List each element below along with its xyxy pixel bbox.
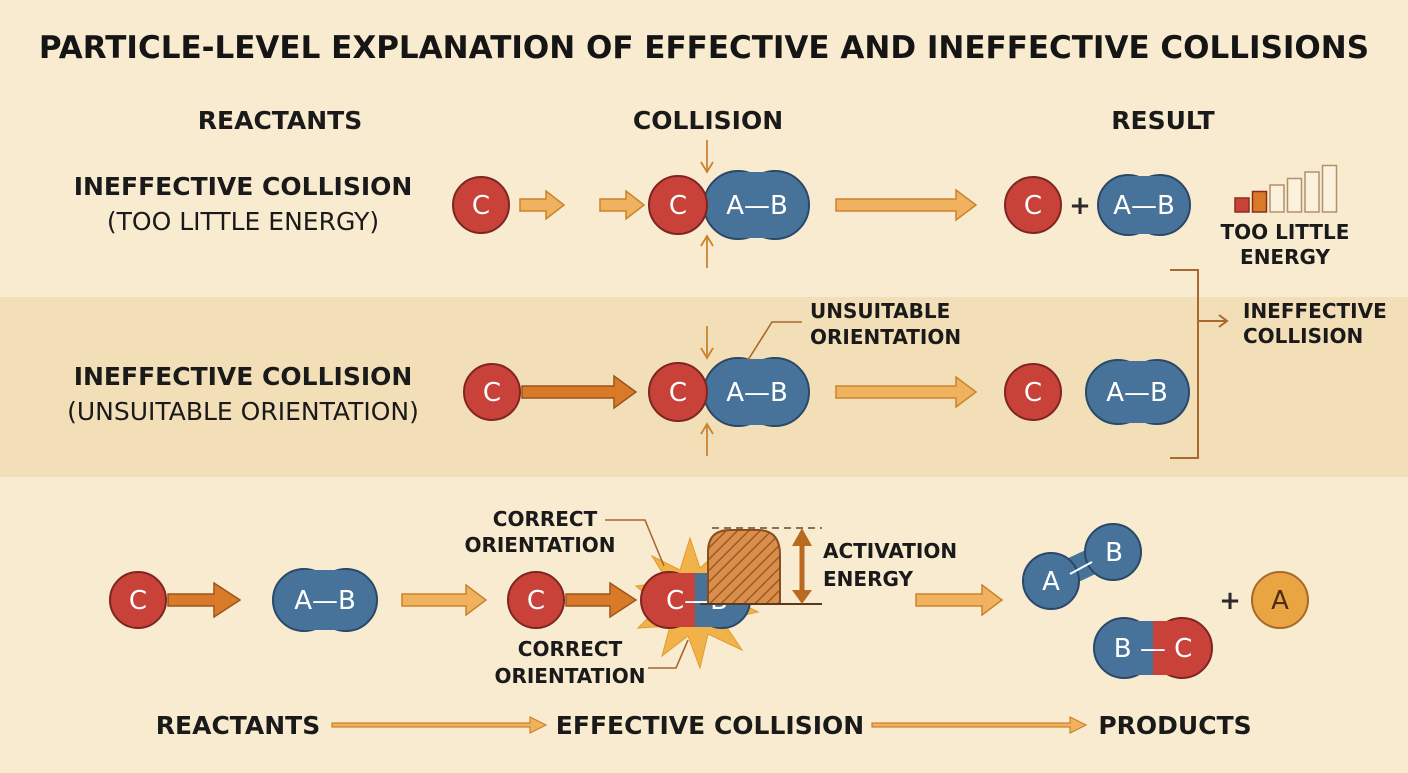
plus-sign: + — [1069, 191, 1091, 221]
row2-arrow-in — [521, 374, 638, 410]
row2-result-ab: A—B — [1085, 359, 1190, 425]
row1-label-line2: (TOO LITTLE ENERGY) — [107, 207, 379, 236]
row2-result-c: C — [1004, 363, 1062, 421]
unsuitable-orientation-line2: ORIENTATION — [810, 325, 961, 349]
atom-ab-label: A—B — [294, 586, 356, 616]
row2-impact-arrows — [700, 326, 714, 456]
activation-energy-line1: ACTIVATION — [823, 539, 957, 563]
header-collision: COLLISION — [633, 106, 783, 135]
unsuitable-leader-line — [747, 321, 802, 361]
row1-impact-arrows — [700, 140, 714, 268]
row2-reactant-c: C — [463, 363, 521, 421]
atom-c-label: C — [1024, 191, 1042, 221]
activation-energy-line2: ENERGY — [823, 567, 913, 591]
row3-arrow-products — [915, 583, 1004, 617]
row1-label-line1: INEFFECTIVE COLLISION — [74, 172, 413, 201]
row1-arrow-result — [835, 188, 978, 222]
row3-moving-c: C — [507, 571, 565, 629]
row1-reactant-c: C — [452, 176, 510, 234]
atom-b-label: B — [1105, 538, 1123, 568]
row1-collision-pair: C A—B — [648, 170, 810, 240]
too-little-energy-line2: ENERGY — [1240, 245, 1330, 269]
energy-bar — [1234, 197, 1250, 213]
product-a-b: A B — [1022, 523, 1142, 610]
correct-orientation-bottom-line2: ORIENTATION — [494, 664, 645, 688]
atom-c-label: C — [1024, 378, 1042, 408]
atom-ab-label: A—B — [1113, 191, 1175, 221]
atom-c-label: C — [472, 191, 490, 221]
atom-c-label: C — [483, 378, 501, 408]
row2-label-line2: (UNSUITABLE ORIENTATION) — [67, 397, 419, 426]
flow-arrow-2 — [871, 716, 1088, 734]
ineffective-collision-line1: INEFFECTIVE — [1243, 299, 1387, 323]
product-b-c: B — C — [1093, 617, 1213, 679]
row1-result-c: C — [1004, 176, 1062, 234]
energy-bar — [1321, 164, 1338, 213]
too-little-energy-line1: TOO LITTLE — [1221, 220, 1350, 244]
correct-orientation-top-line2: ORIENTATION — [464, 533, 615, 557]
plus-sign: + — [1219, 586, 1241, 616]
atom-ab-label: A—B — [726, 191, 788, 221]
ineffective-collision-line2: COLLISION — [1243, 324, 1363, 348]
atom-ab-label: A—B — [1106, 378, 1168, 408]
energy-bar — [1251, 190, 1268, 213]
atom-bc-label: B — C — [1114, 634, 1193, 664]
atom-a-label: A — [1042, 567, 1060, 597]
atom-c-label: C — [129, 586, 147, 616]
bracket-icon — [1170, 269, 1229, 459]
header-reactants: REACTANTS — [198, 106, 362, 135]
row3-arrow-c — [167, 581, 242, 619]
product-a: A — [1251, 571, 1309, 629]
atom-a-label: A — [1271, 586, 1289, 616]
row3-reactant-c: C — [109, 571, 167, 629]
row2-collision-pair: C A—B — [648, 357, 810, 427]
correct-leader-bottom — [648, 639, 689, 669]
atom-c-label: C — [669, 191, 687, 221]
row3-arrow-approach — [401, 583, 488, 617]
unsuitable-orientation-line1: UNSUITABLE — [810, 299, 950, 323]
flow-effective-collision: EFFECTIVE COLLISION — [556, 711, 864, 740]
row1-result-ab: A—B — [1097, 174, 1191, 236]
correct-leader-top — [605, 519, 665, 567]
energy-bar-icon — [1234, 164, 1338, 213]
page-title: PARTICLE-LEVEL EXPLANATION OF EFFECTIVE … — [39, 30, 1369, 66]
row1-arrow-in — [519, 189, 566, 221]
row3-arrow-impact — [565, 581, 638, 619]
flow-arrow-1 — [331, 716, 548, 734]
energy-bar — [1304, 171, 1320, 213]
header-result: RESULT — [1111, 106, 1214, 135]
row3-reactant-ab: A—B — [272, 568, 378, 632]
energy-bar — [1286, 177, 1303, 213]
row2-arrow-result — [835, 375, 978, 409]
flow-products: PRODUCTS — [1098, 711, 1251, 740]
energy-bar — [1269, 184, 1285, 213]
correct-orientation-top-line1: CORRECT — [493, 507, 598, 531]
atom-ab-label: A—B — [726, 378, 788, 408]
flow-reactants: REACTANTS — [156, 711, 320, 740]
atom-c-label: C — [527, 586, 545, 616]
atom-c-label: C — [669, 378, 687, 408]
row2-label-line1: INEFFECTIVE COLLISION — [74, 362, 413, 391]
row1-arrow-approach — [599, 189, 646, 221]
correct-orientation-bottom-line1: CORRECT — [518, 637, 623, 661]
energy-barrier-icon — [700, 527, 822, 605]
